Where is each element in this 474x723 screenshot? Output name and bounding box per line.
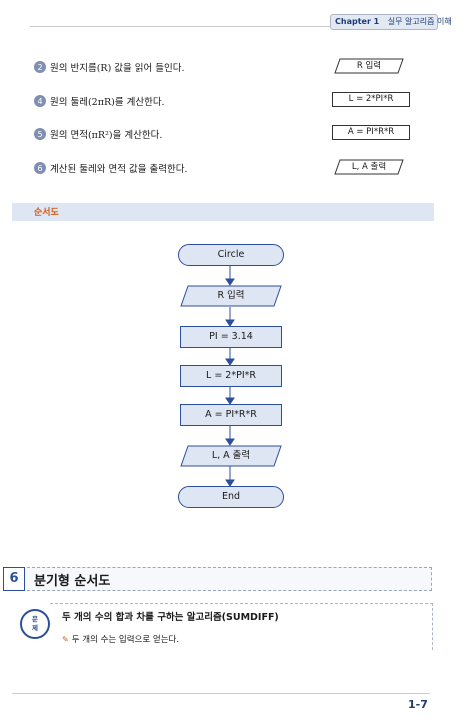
flowchart-section-bar [12, 203, 434, 221]
flowchart-connectors [225, 265, 235, 487]
flowchart-section-label: 순서도 [34, 208, 59, 218]
step-row-6: 6 계산된 둘레와 면적 값을 출력한다. [34, 161, 187, 175]
page-number: 1-7 [408, 698, 428, 711]
problem-icon-char: 문 [32, 615, 38, 623]
flow-area-process: A = PI*R*R [180, 404, 282, 426]
process-box: L = 2*PI*R [332, 92, 410, 107]
flow-input-parallelogram [180, 285, 282, 307]
step-box-label: L, A 출력 [351, 162, 387, 172]
flow-pi-process: PI = 3.14 [180, 326, 282, 348]
footer-rule [12, 693, 430, 694]
section-heading-box [22, 567, 432, 591]
problem-title: 두 개의 수의 합과 차를 구하는 알고리즘(SUMDIFF) [62, 612, 279, 623]
problem-subtext: 두 개의 수는 입력으로 얻는다. [71, 635, 180, 645]
step-text: 계산된 둘레와 면적 값을 출력한다. [50, 164, 188, 175]
step-text: 원의 면적(πR²)을 계산한다. [50, 130, 163, 141]
input-parallelogram [334, 58, 404, 74]
problem-subtext-row: ✎ 두 개의 수는 입력으로 얻는다. [62, 633, 180, 646]
pencil-bullet-icon: ✎ [62, 634, 69, 644]
chapter-header: Chapter 1 실무 알고리즘 이해 [330, 14, 452, 30]
step-text: 원의 둘레(2πR)를 계산한다. [50, 97, 165, 108]
step-number: 2 [34, 61, 46, 73]
step-number: 5 [34, 128, 46, 140]
step-number: 6 [34, 162, 46, 174]
chapter-number: Chapter 1 [335, 17, 380, 26]
header-rule [30, 26, 330, 27]
step-row-2: 2 원의 반지름(R) 값을 읽어 들인다. [34, 60, 185, 74]
section-number: 6 [3, 567, 25, 591]
step-row-4: 4 원의 둘레(2πR)를 계산한다. [34, 94, 165, 108]
flow-input-label: R 입력 [217, 290, 245, 301]
output-parallelogram [334, 159, 404, 175]
flow-circumference-process: L = 2*PI*R [180, 365, 282, 387]
step-text: 원의 반지름(R) 값을 읽어 들인다. [50, 63, 185, 74]
problem-icon-char: 제 [32, 624, 38, 632]
step-number: 4 [34, 95, 46, 107]
flow-output-label: L, A 출력 [211, 450, 251, 461]
flow-output-parallelogram [180, 445, 282, 467]
step-row-5: 5 원의 면적(πR²)을 계산한다. [34, 127, 162, 141]
section-title: 분기형 순서도 [34, 574, 111, 589]
flow-end-terminal: End [178, 486, 284, 508]
flow-start-terminal: Circle [178, 244, 284, 266]
problem-frame [50, 603, 433, 650]
process-box: A = PI*R*R [332, 125, 410, 140]
problem-icon: 문 제 [20, 609, 50, 639]
chapter-title: 실무 알고리즘 이해 [387, 17, 452, 26]
step-box-label: R 입력 [356, 61, 382, 71]
